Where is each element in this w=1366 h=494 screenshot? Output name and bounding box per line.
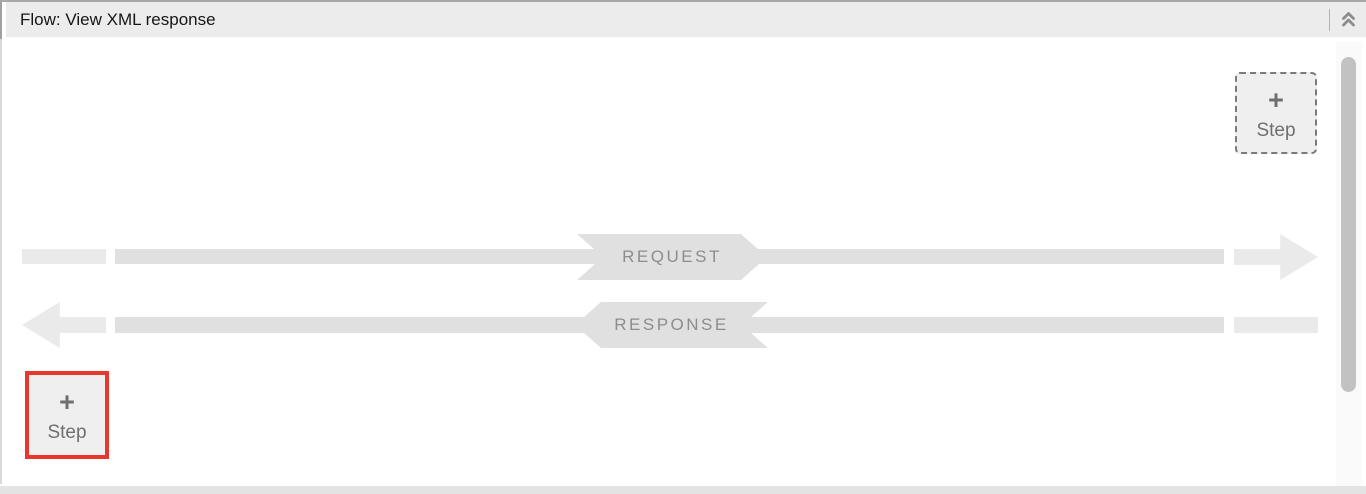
step-button-label: Step — [47, 421, 87, 443]
response-line-end-stub — [1234, 317, 1318, 333]
response-banner: RESPONSE — [575, 302, 768, 348]
header-controls — [1329, 2, 1366, 37]
highlight-box: + Step — [25, 371, 109, 459]
collapse-button[interactable] — [1330, 2, 1366, 37]
plus-icon: + — [1268, 84, 1284, 115]
add-step-button-request[interactable]: + Step — [1235, 72, 1317, 154]
panel-title: Flow: View XML response — [20, 9, 216, 29]
horizontal-scrollbar-track[interactable] — [0, 486, 1366, 494]
vertical-scrollbar-track[interactable] — [1336, 42, 1362, 486]
response-label: RESPONSE — [614, 315, 729, 334]
request-arrow-right-icon — [1234, 234, 1318, 280]
panel-left-border — [0, 2, 2, 484]
plus-icon: + — [59, 386, 75, 417]
response-arrow-left-icon — [22, 302, 106, 348]
panel-header: Flow: View XML response — [6, 2, 1366, 37]
request-line-start-stub — [22, 249, 106, 264]
step-button-label: Step — [1256, 119, 1296, 141]
request-banner: REQUEST — [577, 234, 767, 280]
request-label: REQUEST — [622, 247, 722, 266]
vertical-scrollbar-thumb[interactable] — [1341, 57, 1356, 392]
chevron-double-up-icon — [1342, 12, 1355, 27]
add-step-button-response[interactable]: + Step — [29, 375, 105, 455]
header-divider — [1329, 8, 1330, 31]
